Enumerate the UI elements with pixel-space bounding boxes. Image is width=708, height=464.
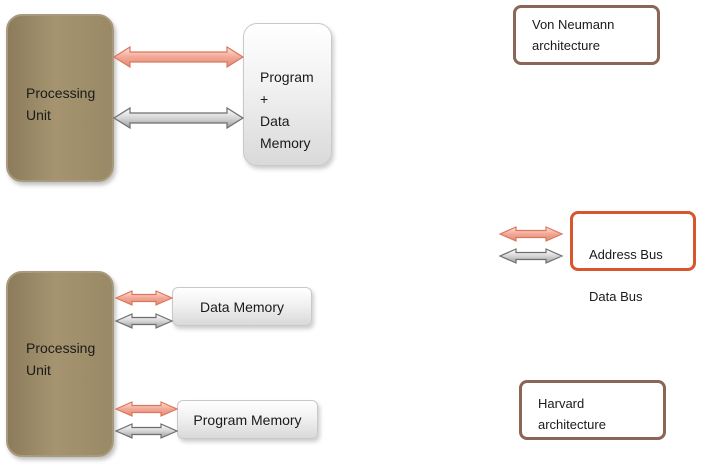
data-memory-label: Data Memory bbox=[199, 298, 285, 315]
harvard-data-memory-address-bus-arrow bbox=[114, 290, 174, 306]
program-data-memory-label: Program + Data Memory bbox=[260, 69, 314, 151]
von-neumann-processing-unit-label: Processing Unit bbox=[26, 85, 96, 123]
harvard-processing-unit: Processing Unit bbox=[6, 271, 114, 457]
von-neumann-caption: Von Neumann architecture bbox=[513, 5, 660, 65]
legend-address-bus-label: Address Bus bbox=[589, 247, 663, 262]
von-neumann-data-bus-arrow bbox=[112, 106, 245, 130]
harvard-program-memory-data-bus-arrow bbox=[114, 423, 179, 439]
program-memory: Program Memory bbox=[177, 400, 318, 439]
legend-address-bus-arrow bbox=[498, 226, 564, 242]
harvard-data-memory-data-bus-arrow bbox=[114, 313, 174, 329]
data-memory: Data Memory bbox=[172, 287, 312, 326]
program-memory-label: Program Memory bbox=[193, 411, 302, 428]
von-neumann-address-bus-arrow bbox=[112, 45, 245, 69]
harvard-processing-unit-label: Processing Unit bbox=[26, 340, 96, 378]
legend-data-bus-arrow bbox=[498, 248, 564, 264]
program-data-memory: Program + Data Memory bbox=[243, 23, 332, 166]
harvard-program-memory-address-bus-arrow bbox=[114, 401, 179, 417]
von-neumann-processing-unit: Processing Unit bbox=[6, 14, 114, 182]
bus-legend: Address Bus Data Bus bbox=[570, 211, 696, 304]
legend-data-bus-label: Data Bus bbox=[589, 289, 643, 304]
harvard-caption: Harvard architecture bbox=[519, 380, 666, 440]
